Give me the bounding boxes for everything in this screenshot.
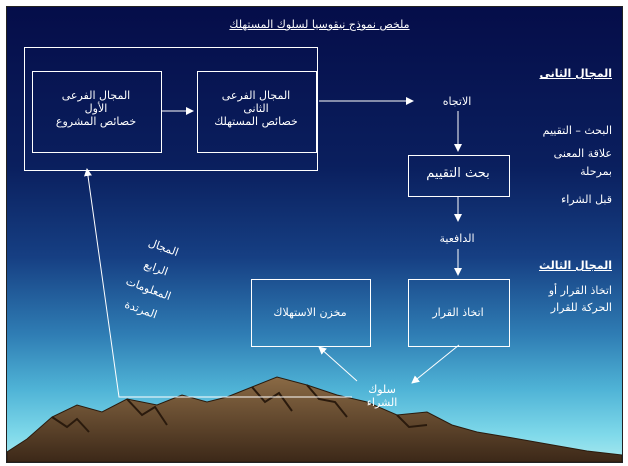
evaluation-search-label: بحث التقييم — [426, 166, 490, 181]
subfield-two-text: المجال الفرعى الثانى خصائص المستهلك — [197, 89, 315, 128]
mountain-range — [7, 376, 622, 462]
purchase-behavior-node: سلوك الشراء — [352, 383, 412, 409]
subfield-one-line1: المجال الفرعى — [61, 89, 131, 102]
motivation-node: الدافعية — [439, 232, 475, 245]
second-field-item-4: قبل الشراء — [561, 193, 612, 206]
slide-title: ملخص نموذج نيقوسيا لسلوك المستهلك — [229, 18, 410, 31]
third-field-item-2: الحركة للقرار — [550, 301, 612, 314]
subfield-two-box — [197, 71, 317, 153]
storage-label: مخزن الاستهلاك — [273, 306, 347, 319]
second-field-item-1: البحث – التقييم — [542, 124, 612, 137]
third-field-item-1: اتخاذ القرار أو — [548, 284, 612, 297]
subfield-two-line3: خصائص المستهلك — [214, 115, 298, 128]
decision-label: اتخاذ القرار — [432, 306, 484, 319]
purchase-line2: الشراء — [366, 396, 398, 409]
second-field-item-2: علاقة المعنى — [553, 147, 612, 160]
subfield-two-line2: الثانى — [243, 102, 269, 115]
slide: ملخص نموذج نيقوسيا لسلوك المستهلك المجال… — [6, 6, 623, 463]
third-field-heading: المجال الثالث — [538, 259, 612, 272]
subfield-one-box — [32, 71, 162, 153]
second-field-heading: المجال الثانى — [539, 67, 613, 80]
subfield-two-line1: المجال الفرعى — [221, 89, 291, 102]
diagram-connectors — [7, 97, 622, 462]
evaluation-search-box — [408, 155, 510, 197]
second-field-item-3: بمرحلة — [580, 165, 612, 178]
storage-box — [251, 279, 371, 347]
attitude-node: الاتجاه — [442, 95, 472, 108]
subfields-container — [24, 47, 318, 171]
subfield-one-line3: خصائص المشروع — [55, 115, 137, 128]
subfield-one-line2: الأول — [84, 102, 108, 115]
decision-box — [408, 279, 510, 347]
purchase-line1: سلوك — [368, 383, 396, 396]
subfield-one-text: المجال الفرعى الأول خصائص المشروع — [32, 89, 160, 128]
